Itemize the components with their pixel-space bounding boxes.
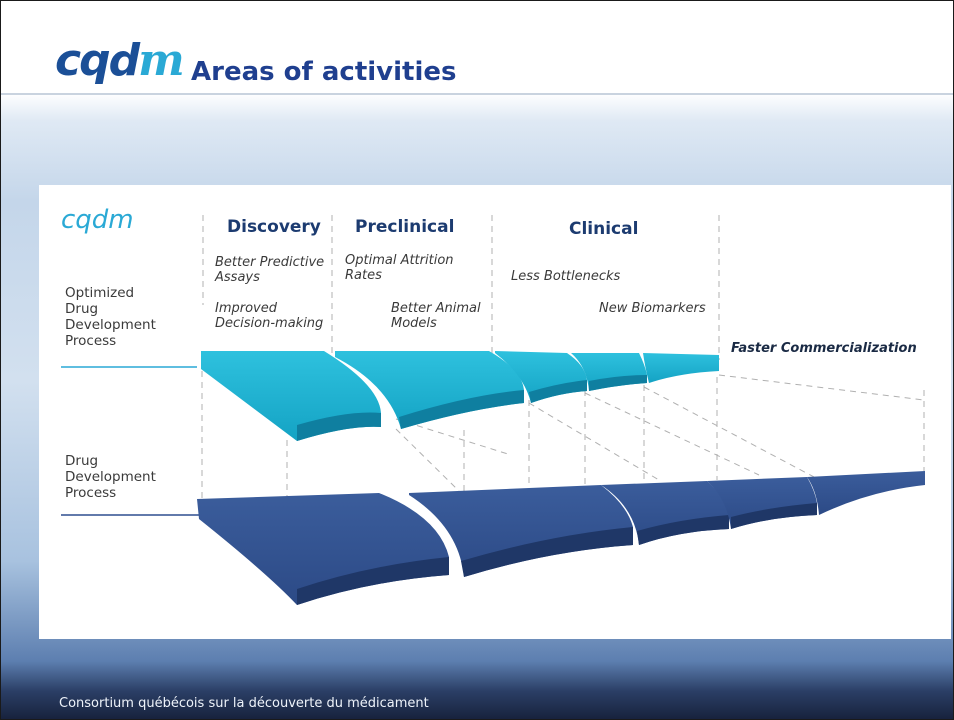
diagram-panel: cqdm Optimized Drug Development Process … xyxy=(39,185,951,639)
brand-wordmark: cqdm xyxy=(61,205,134,235)
faster-commercialization-label: Faster Commercialization xyxy=(731,341,917,356)
standard-band xyxy=(197,471,925,605)
annotation-better-assays: Better Predictive Assays xyxy=(215,255,325,285)
annotation-attrition-rates: Optimal Attrition Rates xyxy=(345,253,454,283)
standard-process-label: Drug Development Process xyxy=(65,453,156,501)
phase-discovery: Discovery xyxy=(227,217,321,237)
optimized-process-label: Optimized Drug Development Process xyxy=(65,285,156,349)
annotation-decision-making: Improved Decision-making xyxy=(215,301,324,331)
annotation-new-biomarkers: New Biomarkers xyxy=(599,301,706,316)
page-title: Areas of activities xyxy=(191,57,457,87)
annotation-animal-models: Better Animal Models xyxy=(391,301,481,331)
header-divider xyxy=(1,93,953,95)
phase-dividers xyxy=(201,215,925,580)
phase-clinical: Clinical xyxy=(569,219,639,239)
cqdm-logo: cqdm xyxy=(55,35,185,86)
process-diagram xyxy=(61,215,925,605)
optimized-band xyxy=(201,351,719,441)
footer-text: Consortium québécois sur la découverte d… xyxy=(59,696,429,711)
annotation-less-bottlenecks: Less Bottlenecks xyxy=(511,269,621,284)
phase-preclinical: Preclinical xyxy=(355,217,455,237)
